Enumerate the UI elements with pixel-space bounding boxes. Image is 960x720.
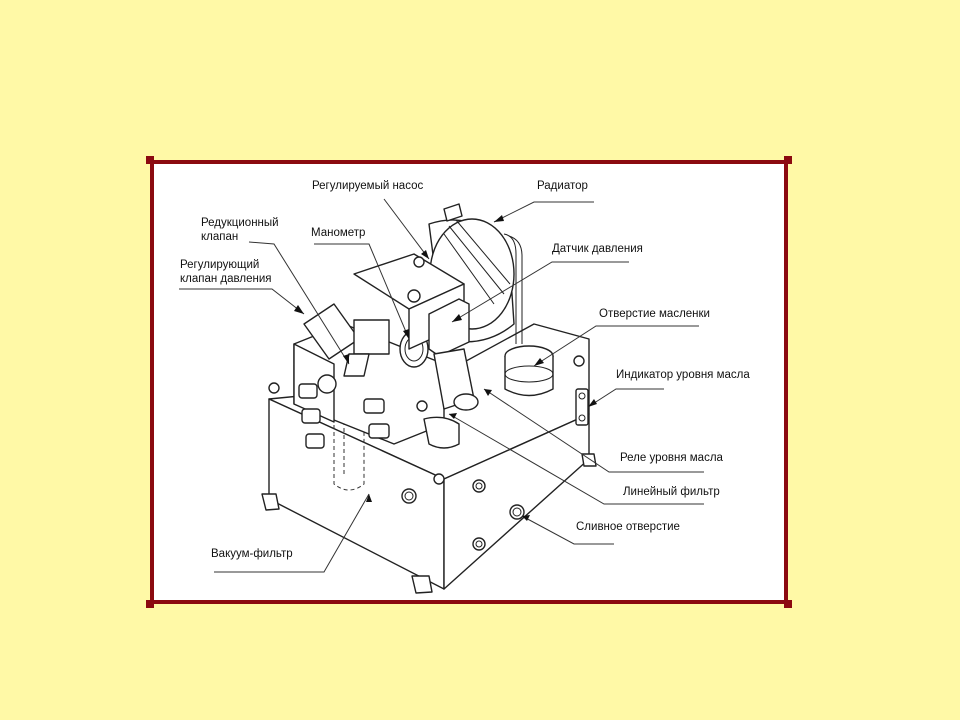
radiator: [443, 203, 523, 344]
frame-corner: [146, 600, 154, 608]
label-reducing-valve-line1: Редукционный: [201, 217, 279, 229]
label-pump: Регулируемый насос: [312, 180, 423, 192]
pressure-sensor: [428, 298, 470, 357]
label-pressure-valve-line1: Регулирующий: [180, 259, 259, 271]
leader-arrowheads: [294, 215, 597, 521]
line-filter: [423, 348, 479, 449]
label-oil-level-indicator: Индикатор уровня масла: [616, 369, 750, 381]
label-pressure-sensor: Датчик давления: [552, 243, 643, 255]
oiler-cap: [504, 345, 554, 397]
label-oiler-hole: Отверстие масленки: [599, 308, 710, 320]
label-line-filter: Линейный фильтр: [623, 486, 720, 498]
frame-corner: [146, 156, 154, 164]
label-radiator: Радиатор: [537, 180, 588, 192]
label-manometer: Манометр: [311, 227, 365, 239]
label-oil-level-relay: Реле уровня масла: [620, 452, 724, 464]
label-reducing-valve-line2: клапан: [201, 231, 238, 243]
labels: Регулируемый насос Радиатор Редукционный…: [180, 180, 750, 560]
oil-level-indicator: [575, 388, 589, 426]
leader-lines: [179, 198, 704, 573]
label-drain-hole: Сливное отверстие: [576, 521, 680, 533]
diagram-frame: Регулируемый насос Радиатор Редукционный…: [150, 160, 788, 604]
hydraulic-unit-diagram: Регулируемый насос Радиатор Редукционный…: [179, 180, 750, 594]
label-vacuum-filter: Вакуум-фильтр: [211, 548, 293, 560]
label-pressure-valve-line2: клапан давления: [180, 273, 272, 285]
frame-corner: [784, 156, 792, 164]
frame-corner: [784, 600, 792, 608]
